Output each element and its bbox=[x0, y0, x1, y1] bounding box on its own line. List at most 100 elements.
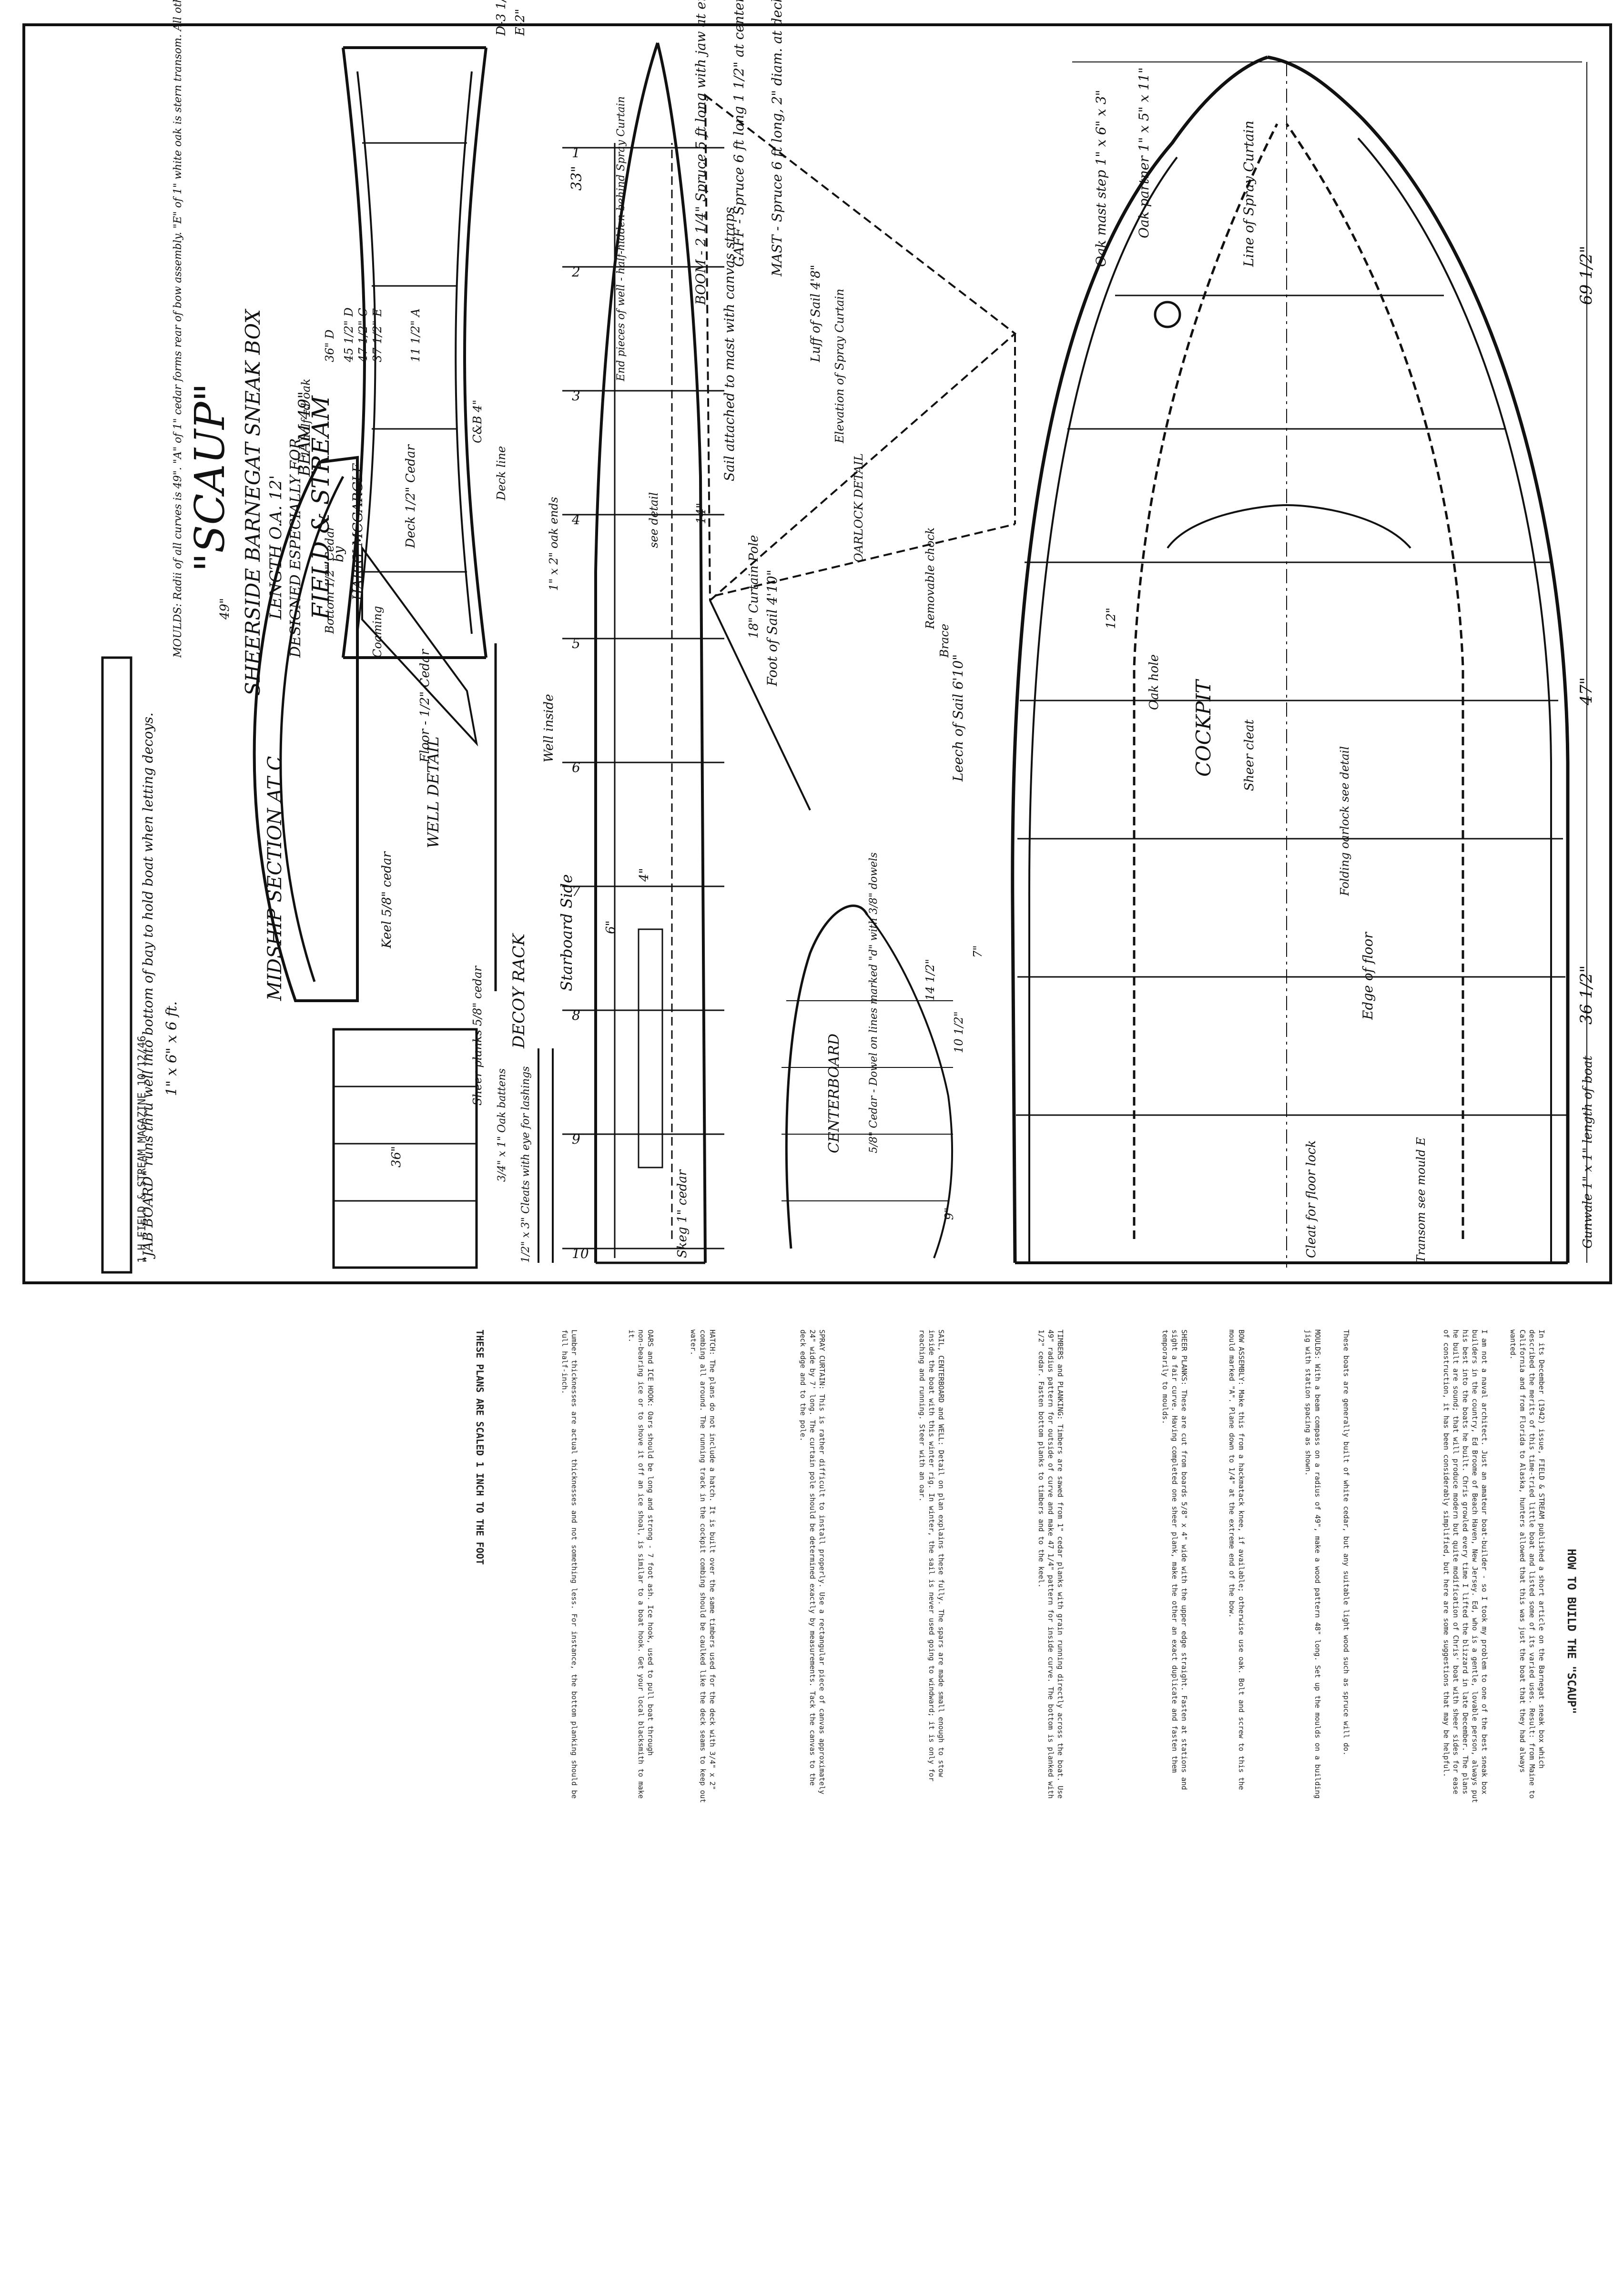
sail-outline bbox=[704, 93, 1017, 811]
dim-7: 7" bbox=[971, 945, 985, 958]
article-paragraph-2: I am not a naval architect. Just an amat… bbox=[1442, 1330, 1489, 1803]
article-line: builders in the country, Ed Broome of Be… bbox=[1471, 1330, 1479, 1803]
dim-49: 49" bbox=[218, 598, 232, 620]
article-line: TIMBERS and PLANKING: Timbers are sawed … bbox=[1056, 1330, 1065, 1798]
label-deck-cedar: Deck 1/2" Cedar bbox=[404, 444, 418, 548]
mould-dim-cb: C&B 4" bbox=[471, 400, 484, 443]
article-line: SAIL, CENTERBOARD and WELL: Detail on pl… bbox=[937, 1330, 945, 1777]
decoy-rack-labels: DECOY RACK Starboard Side 3/4" x 1" Oak … bbox=[496, 874, 690, 1263]
plan-by: by bbox=[331, 546, 346, 562]
plan-beam: BEAM 49" bbox=[295, 391, 314, 477]
dim-36: 36 1/2" bbox=[1577, 965, 1596, 1025]
article-line: MOULDS: With a beam compass on a radius … bbox=[1313, 1330, 1322, 1798]
article-line: non-bearing ice or to shove it off an ic… bbox=[637, 1330, 645, 1798]
label-transom: Transom see mould E bbox=[1414, 1137, 1428, 1263]
label-well-inside: Well inside bbox=[542, 694, 556, 762]
label-cleat: Cleat for floor lock bbox=[1304, 1140, 1319, 1258]
hull-plan-view bbox=[1011, 55, 1587, 1268]
article-line: 24" wide by 7' long. The curtain pole sh… bbox=[808, 1330, 817, 1786]
article-paragraph-7: TIMBERS and PLANKING: Timbers are sawed … bbox=[1037, 1330, 1065, 1798]
article-line: combing all around. The running track in… bbox=[699, 1330, 707, 1803]
midship-labels: MIDSHIP SECTION AT C "JAB BOARD" runs th… bbox=[140, 0, 560, 1263]
label-deck-line: Deck line bbox=[495, 446, 508, 501]
hull-plan-labels: Oak mast step 1" x 6" x 3" Oak partner 1… bbox=[826, 67, 1595, 1263]
article-line: BOW ASSEMBLY: Make this from a hackmatac… bbox=[1237, 1330, 1246, 1790]
dim-d: D-3 1/2" bbox=[494, 0, 508, 36]
station-numbers: 1 2 3 4 5 6 7 8 9 10 bbox=[571, 145, 589, 1261]
article-line: he built are sound; that will produce mo… bbox=[1451, 1330, 1460, 1794]
article-line: jig with station spacing as shown. bbox=[1304, 1330, 1312, 1476]
article-line: SPRAY CURTAIN: This is rather difficult … bbox=[818, 1330, 826, 1794]
dim-69: 69 1/2" bbox=[1577, 246, 1596, 305]
plan-subtitle: SHEERSIDE BARNEGAT SNEAK BOX bbox=[241, 308, 264, 696]
label-cleats: 1/2" x 3" Cleats with eye for lashings bbox=[520, 1066, 532, 1263]
label-oarlock-detail: OARLOCK DETAIL bbox=[852, 453, 865, 562]
label-foot: Foot of Sail 4'10" bbox=[764, 569, 780, 687]
label-oak-ends: 1" x 2" oak ends bbox=[547, 497, 560, 591]
decoy-rack-drawing bbox=[332, 1028, 554, 1269]
label-bottom-cedar: Bottom 1/2" Cedar bbox=[323, 525, 336, 634]
plan-publication: FIELD & STREAM bbox=[307, 395, 335, 620]
mould-dim-37e: 37 1/2" E bbox=[371, 308, 384, 362]
station-6: 6 bbox=[572, 760, 580, 775]
article-line: reaching and running. Steer with an oar. bbox=[918, 1330, 926, 1502]
label-brace: Brace bbox=[938, 624, 951, 658]
label-sail: Sail attached to mast with canvas straps bbox=[721, 207, 737, 481]
label-mast: MAST - Spruce 6 ft long, 2" diam. at dec… bbox=[769, 0, 785, 277]
article-line: water. bbox=[689, 1330, 698, 1355]
label-well-detail: WELL DETAIL bbox=[424, 736, 442, 848]
article-line: OARS and ICE HOOK: Oars should be long a… bbox=[646, 1330, 655, 1756]
article-line: it. bbox=[627, 1330, 636, 1342]
label-oak-hole: Oak hole bbox=[1147, 654, 1161, 710]
label-oak-mast-step: Oak mast step 1" x 6" x 3" bbox=[1093, 90, 1109, 267]
label-keel: Keel 5/8" cedar bbox=[380, 851, 394, 949]
mould-dim-11a: 11 1/2" A bbox=[409, 308, 422, 362]
label-edge-of-floor: Edge of floor bbox=[1360, 932, 1376, 1020]
mould-body-plan bbox=[342, 46, 487, 659]
label-sheer-cleat: Sheer cleat bbox=[1242, 719, 1257, 791]
article-line: mould marked "A". Plane down to 1/4" at … bbox=[1228, 1330, 1236, 1618]
station-7: 7 bbox=[572, 883, 580, 899]
jab-board-drawing bbox=[101, 656, 132, 1274]
mould-dim-45d: 45 1/2" D bbox=[342, 307, 355, 363]
rig-labels: MAST - Spruce 6 ft long, 2" diam. at dec… bbox=[615, 0, 966, 782]
label-cockpit: COCKPIT bbox=[1192, 679, 1215, 777]
article-line: wanted. bbox=[1509, 1330, 1517, 1360]
label-line-of-spray: Line of Spray Curtain bbox=[1241, 121, 1257, 267]
moulds-note: MOULDS: Radii of all curves is 49". "A" … bbox=[172, 0, 184, 658]
article-line: his best into the boats he built. Chris … bbox=[1461, 1330, 1470, 1794]
station-ticks bbox=[562, 147, 724, 1249]
label-coaming: Coaming bbox=[371, 606, 384, 658]
midship-title: MIDSHIP SECTION AT C bbox=[264, 756, 286, 1001]
article-paragraph-9: SPRAY CURTAIN: This is rather difficult … bbox=[799, 1330, 826, 1794]
article-line: California and from Florida to Alaska, h… bbox=[1518, 1330, 1527, 1773]
station-10: 10 bbox=[572, 1246, 589, 1261]
station-8: 8 bbox=[572, 1007, 580, 1023]
article-heading: HOW TO BUILD THE "SCAUP" bbox=[1565, 1549, 1578, 1714]
label-floor: Floor - 1/2" Cedar bbox=[418, 649, 432, 763]
article-line: deck edge and to the pole. bbox=[799, 1330, 807, 1442]
label-decoy-rack: DECOY RACK bbox=[509, 933, 528, 1049]
dim-10: 10 1/2" bbox=[952, 1011, 965, 1053]
label-folding-oarlock: Folding oarlock see detail bbox=[1338, 746, 1351, 896]
dimension-labels: D-3 1/2" E-2" 69 1/2" 47" 36 1/2" 33" 12… bbox=[218, 0, 1596, 1220]
label-end-pieces: End pieces of well - half-hidden behind … bbox=[615, 96, 627, 382]
label-centerboard: CENTERBOARD bbox=[826, 1034, 842, 1153]
dim-12: 12" bbox=[1104, 608, 1118, 629]
station-4: 4 bbox=[571, 512, 580, 528]
article-line: These boats are generally built of white… bbox=[1342, 1330, 1350, 1756]
article-line: described the merits of this time-tried … bbox=[1528, 1330, 1536, 1798]
article-line: Lumber thicknesses are actual thicknesse… bbox=[570, 1330, 579, 1798]
article-line: SHEER PLANKS: These are cut from boards … bbox=[1180, 1330, 1188, 1790]
label-skeg: Skeg 1" cedar bbox=[675, 1169, 690, 1258]
plan-designer: HARRY MCGARGLE bbox=[350, 463, 365, 601]
title-block: "SCAUP" SHEERSIDE BARNEGAT SNEAK BOX LEN… bbox=[136, 308, 365, 1263]
article-line: temporarily to moulds. bbox=[1161, 1330, 1169, 1424]
label-oak-partner: Oak partner 1" x 5" x 11" bbox=[1136, 67, 1152, 238]
plan-copyright: 1 H FIELD & STREAM MAGAZINE 10/12/46 bbox=[136, 1036, 148, 1263]
station-9: 9 bbox=[572, 1131, 580, 1147]
plan-designed-line: DESIGNED ESPECIALLY FOR bbox=[287, 438, 304, 658]
dim-14: 14" bbox=[694, 503, 709, 524]
jab-board-note: "JAB BOARD" runs thru well into bottom o… bbox=[140, 712, 156, 1263]
